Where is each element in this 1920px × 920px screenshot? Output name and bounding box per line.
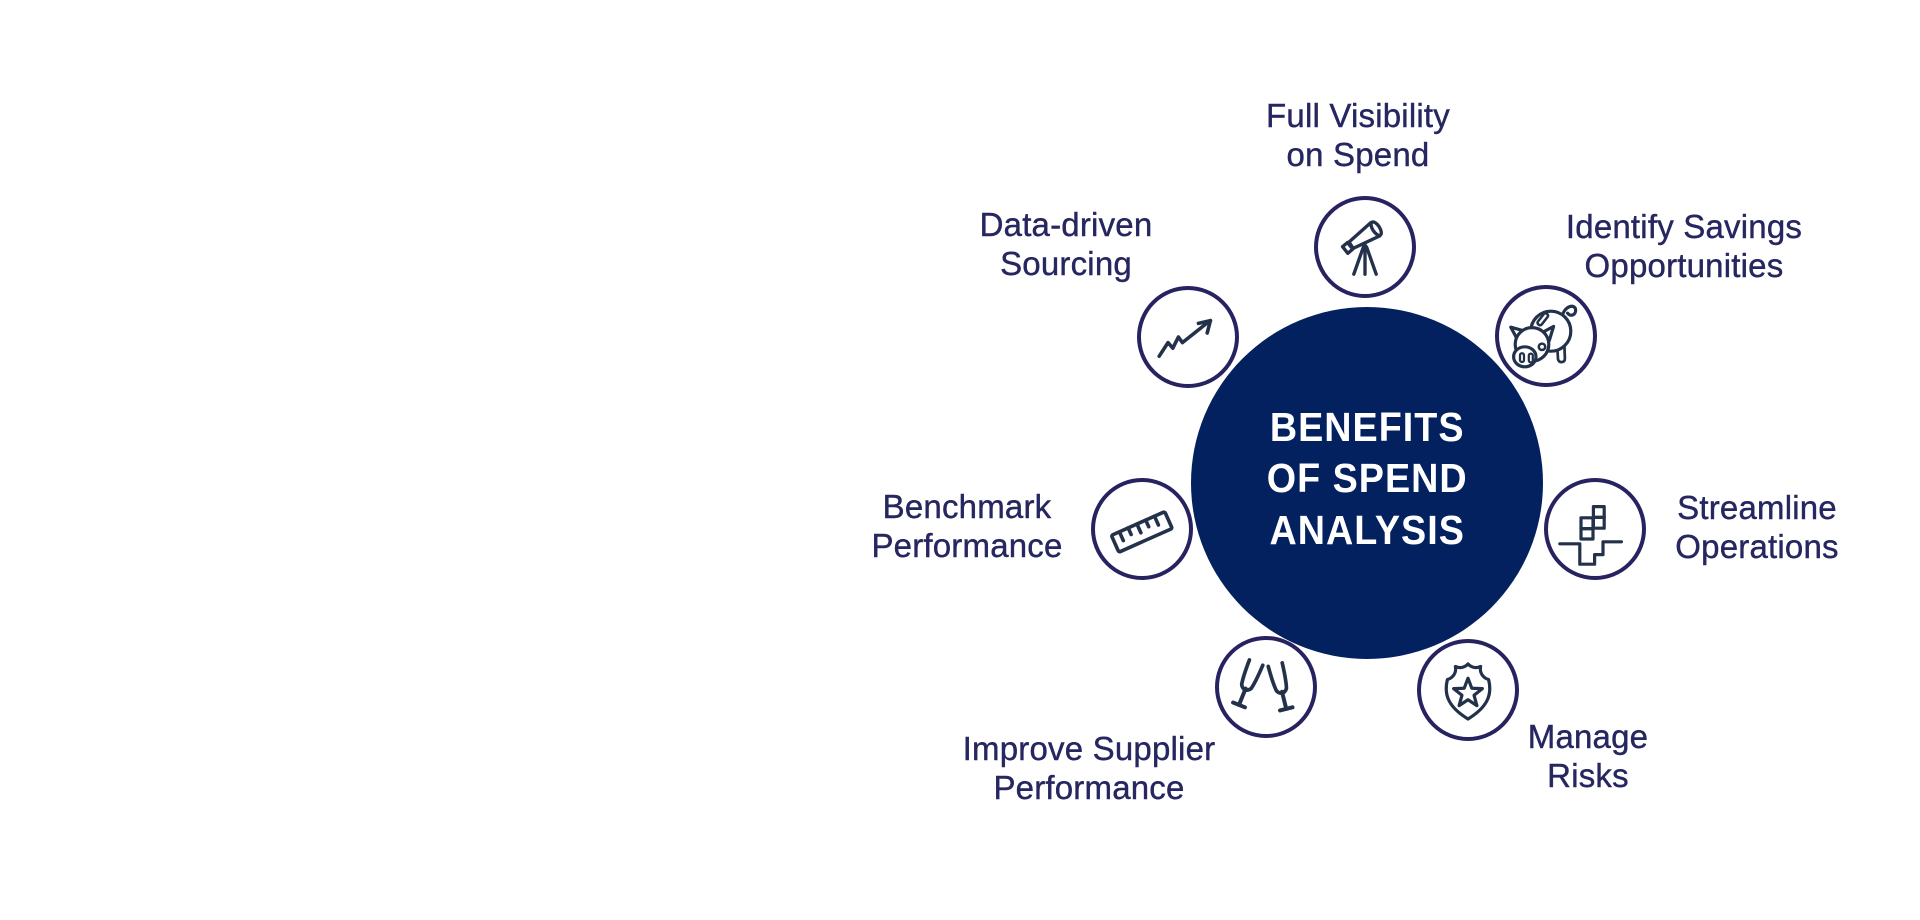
label-line-1: Benchmark [882, 488, 1052, 525]
node-improve-supplier-performance [1215, 636, 1317, 738]
label-line-2: Performance [871, 527, 1063, 564]
label-line-1: Full Visibility [1266, 97, 1450, 134]
ruler-icon [1110, 510, 1174, 554]
trend-arrow-icon [1157, 318, 1213, 358]
champagne-glasses-icon [1231, 658, 1295, 713]
hub-title-line-3: ANALYSIS [1269, 506, 1465, 553]
hub-title-line-1: BENEFITS [1269, 403, 1465, 450]
label-line-1: Improve Supplier [962, 730, 1216, 767]
label-line-2: Risks [1547, 757, 1629, 794]
label-line-2: Performance [993, 769, 1185, 806]
hub-title-line-2: OF SPEND [1266, 455, 1468, 502]
shield-badge-icon [1444, 662, 1492, 721]
label-line-2: Operations [1675, 528, 1839, 565]
node-manage-risks [1417, 639, 1519, 741]
node-data-driven-sourcing [1137, 286, 1239, 388]
blocks-steps-icon [1558, 505, 1623, 566]
node-full-visibility-on-spend [1314, 196, 1416, 298]
node-benchmark-performance [1091, 478, 1193, 580]
piggy-bank-icon [1509, 304, 1578, 369]
label-line-2: Opportunities [1584, 247, 1784, 284]
label-line-2: Sourcing [1000, 245, 1132, 282]
node-streamline-operations [1544, 478, 1646, 580]
label-line-2: on Spend [1286, 136, 1430, 173]
node-identify-savings-opportunities [1495, 285, 1597, 387]
label-line-1: Identify Savings [1565, 208, 1803, 245]
label-line-1: Streamline [1677, 489, 1837, 526]
label-line-1: Manage [1527, 718, 1649, 755]
telescope-icon [1340, 220, 1383, 276]
label-line-1: Data-driven [979, 206, 1153, 243]
